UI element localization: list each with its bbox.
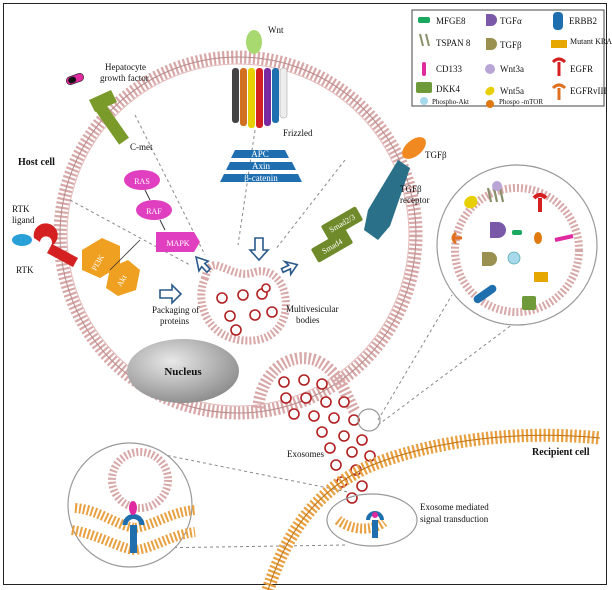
rtk-ligand-label-1: RTK (12, 204, 30, 214)
multivesicular-body (197, 260, 290, 345)
legend-swatch-mtor (486, 100, 494, 108)
legend-swatch-cd133 (422, 62, 426, 76)
legend-swatch-egfrviii (551, 83, 567, 100)
legend-swatch-dkk4 (416, 82, 432, 93)
legend-label-tgfa: TGFα (500, 16, 522, 26)
legend-label-wnt5a: Wnt5a (500, 86, 524, 96)
axin-label: Axin (252, 161, 271, 171)
legend-label-dkk4: DKK4 (436, 84, 460, 94)
tgfb-label: TGFβ (425, 150, 447, 160)
frizzled-label: Frizzled (283, 128, 313, 138)
rtk-label: RTK (16, 265, 34, 275)
hgf-label-2: growth factor (100, 73, 149, 83)
recipient-cell-membrane (261, 428, 601, 590)
legend-swatch-tgfb (486, 38, 497, 50)
tgfb-receptor-label-1: TGFβ (400, 184, 422, 194)
packaging-label-2: proteins (160, 316, 189, 326)
hgf-label-1: Hepatocyte (105, 62, 146, 72)
legend-swatch-erbb2 (553, 12, 563, 30)
rtk-receptor (12, 223, 78, 267)
legend-swatch-mfge8 (418, 17, 430, 23)
exosome-zoom (436, 164, 598, 326)
legend-label-egfr: EGFR (570, 64, 593, 74)
legend-label-tspan8: TSPAN 8 (436, 38, 471, 48)
zoom-marker-exosome (357, 408, 381, 432)
mapk-pathway (124, 170, 200, 252)
guide-lines (69, 114, 546, 549)
legend-label-erbb2: ERBB2 (569, 16, 597, 26)
bcatenin-label: β-catenin (244, 173, 278, 183)
signal-zoom (67, 442, 196, 568)
legend-label-cd133: CD133 (436, 64, 463, 74)
legend-swatch-tspan8 (419, 33, 430, 47)
legend-swatch-kras (551, 40, 567, 48)
legend-label-tgfb: TGFβ (500, 40, 522, 50)
signal-label-2: signal transduction (420, 514, 489, 524)
legend-swatch-wnt5a (485, 86, 495, 96)
legend-label-wnt3a: Wnt3a (500, 64, 524, 74)
legend (411, 9, 605, 108)
legend-label-kras: Mutant KRAS (570, 37, 612, 46)
c-met-receptor (66, 72, 129, 145)
wnt-label: Wnt (268, 25, 284, 35)
frizzled-receptor (232, 30, 288, 128)
signal-label-1: Exosome mediated (420, 502, 489, 512)
exosomes-label: Exosomes (287, 449, 324, 459)
nucleus-label: Nucleus (164, 366, 202, 378)
legend-swatch-phospho-akt (420, 97, 428, 105)
mapk-label: MAPK (166, 239, 189, 248)
pi3k-pathway (82, 238, 141, 296)
exosome-vesicles (278, 374, 376, 504)
host-cell-label: Host cell (18, 157, 55, 168)
tgfb-receptor-label-2: receptor (400, 195, 429, 205)
smad-complex (311, 206, 363, 263)
legend-label-mfge8: MFGE8 (436, 16, 466, 26)
recipient-cell-label: Recipient cell (532, 447, 590, 458)
nucleus (127, 339, 239, 403)
rtk-ligand-label-2: ligand (12, 215, 35, 225)
mvb-label-2: bodies (296, 315, 320, 325)
legend-swatch-wnt3a (485, 64, 495, 74)
mvb-label-1: Multivesicular (286, 304, 339, 314)
cmet-label: C-met (130, 142, 153, 152)
tgfb-receptor (364, 137, 426, 240)
legend-label-egfrviii: EGFRvIII (570, 86, 607, 96)
zoom-marker-signal (326, 493, 418, 547)
ras-label: RAS (134, 177, 150, 186)
legend-label-mtor: Phospo -mTOR (499, 98, 543, 106)
legend-label-phospho-akt: Phospho-Akt (432, 98, 469, 106)
destruction-complex (220, 150, 302, 182)
raf-label: RAF (146, 207, 162, 216)
budding-membrane (252, 352, 361, 416)
wnt5a-marker (464, 195, 478, 209)
recipient-receptor (366, 511, 384, 538)
legend-swatch-tgfa (486, 14, 497, 26)
flow-arrows (159, 237, 299, 305)
apc-label: APC (251, 149, 269, 159)
legend-swatch-egfr (551, 57, 567, 76)
figure-frame (3, 3, 607, 585)
packaging-label-1: Packaging of (152, 305, 199, 315)
